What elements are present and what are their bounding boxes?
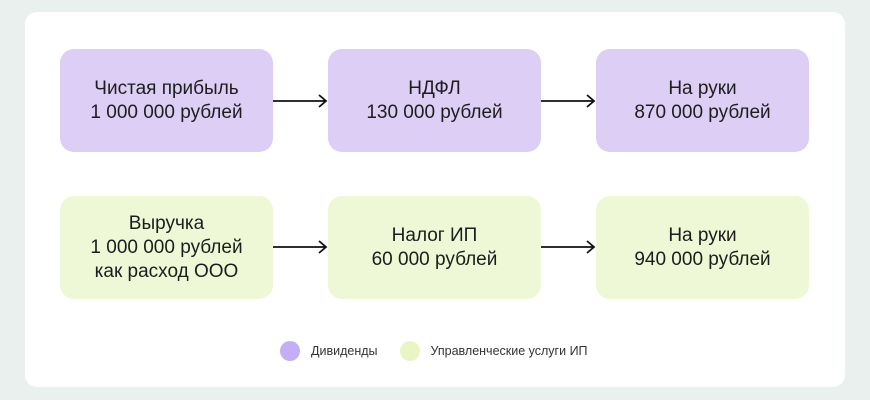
box-value: 1 000 000 рублей [90, 236, 243, 258]
box-label: Чистая прибыль [94, 77, 239, 99]
legend-label: Управленческие услуги ИП [430, 344, 588, 358]
legend-item-ip-services: Управленческие услуги ИП [399, 341, 588, 361]
box-value: 870 000 рублей [634, 101, 771, 123]
revenue-box: Выручка 1 000 000 рублей как расход ООО [60, 196, 273, 299]
box-value: 60 000 рублей [371, 248, 498, 270]
legend-label: Дивиденды [311, 344, 378, 358]
box-note: как расход ООО [94, 260, 239, 282]
legend-item-dividends: Дивиденды [280, 341, 378, 361]
box-label: На руки [668, 224, 737, 246]
box-value: 1 000 000 рублей [90, 101, 243, 123]
box-label: Выручка [128, 212, 205, 234]
net-profit-box: Чистая прибыль 1 000 000 рублей [60, 49, 273, 152]
legend-dot-icon [399, 341, 420, 361]
box-label: НДФЛ [408, 77, 461, 99]
arrow-right-icon [273, 240, 328, 254]
arrow-right-icon [541, 240, 596, 254]
box-value: 940 000 рублей [634, 248, 771, 270]
dividends-net-box: На руки 870 000 рублей [596, 49, 809, 152]
legend: Дивиденды Управленческие услуги ИП [280, 341, 610, 361]
box-value: 130 000 рублей [366, 101, 503, 123]
box-label: На руки [668, 77, 737, 99]
box-label: Налог ИП [391, 224, 478, 246]
ip-net-box: На руки 940 000 рублей [596, 196, 809, 299]
arrow-right-icon [541, 94, 596, 108]
arrow-right-icon [273, 94, 328, 108]
legend-dot-icon [280, 341, 300, 361]
ndfl-box: НДФЛ 130 000 рублей [328, 49, 541, 152]
ip-tax-box: Налог ИП 60 000 рублей [328, 196, 541, 299]
